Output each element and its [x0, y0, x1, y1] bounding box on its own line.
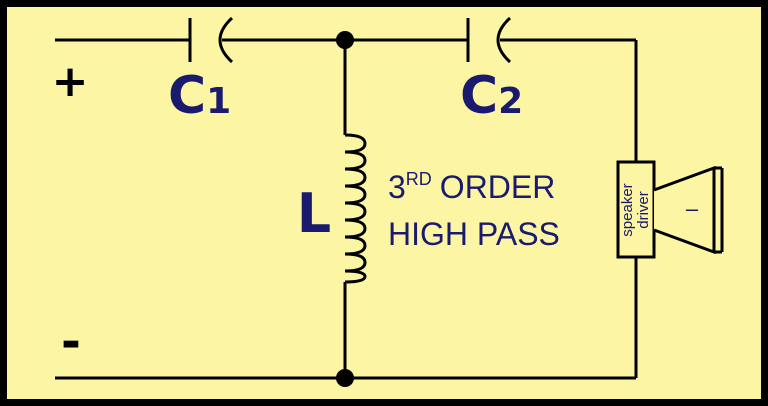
positive-terminal-label: +	[52, 56, 89, 107]
capacitor-c2-label: C2	[460, 66, 523, 126]
filter-title-line2: HIGH PASS	[388, 216, 560, 252]
driver-label: driver	[635, 191, 652, 229]
junction-node-bottom	[336, 369, 354, 387]
capacitor-c2-symbol	[466, 16, 512, 64]
negative-terminal-label: -	[61, 314, 81, 370]
junction-node-top	[336, 31, 354, 49]
speaker-label: speaker	[619, 183, 636, 236]
speaker-driver-symbol	[616, 160, 724, 259]
speaker-cone-mark: –	[686, 196, 699, 221]
inductor-label: L	[297, 182, 331, 245]
capacitor-c1-label: C1	[168, 66, 231, 126]
speaker-cone	[653, 165, 716, 255]
capacitor-c1-symbol	[188, 16, 234, 64]
speaker-box	[616, 160, 656, 259]
inductor-coil	[344, 133, 367, 284]
